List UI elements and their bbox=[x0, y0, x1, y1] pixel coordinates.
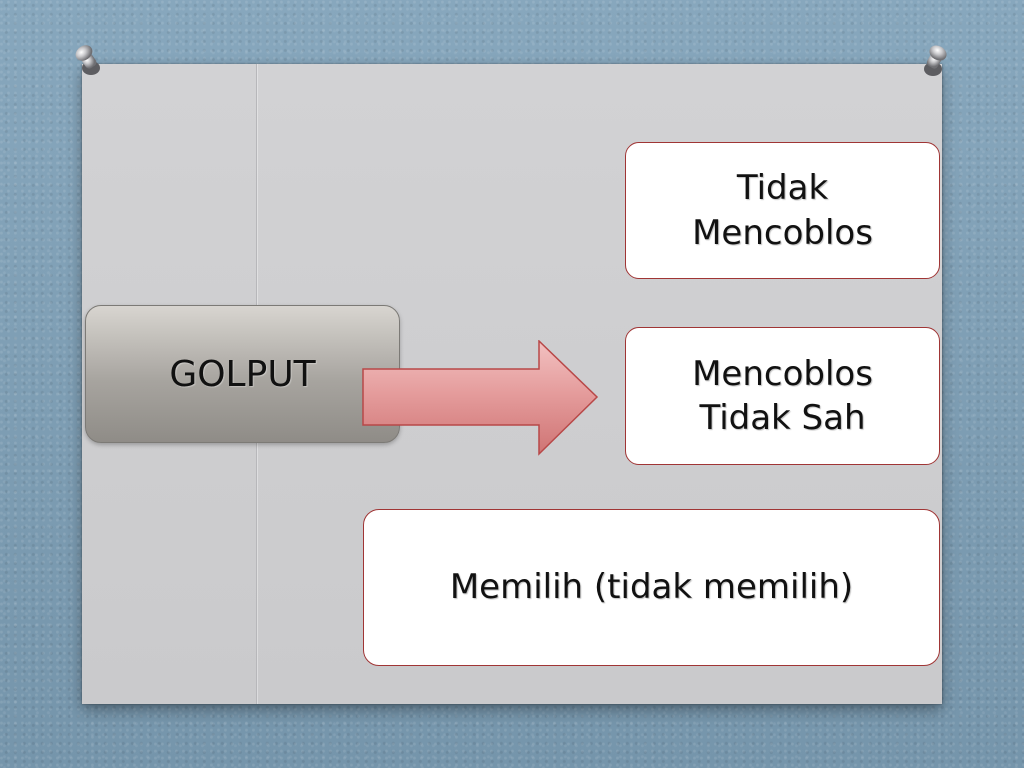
target-label: Tidak Mencoblos bbox=[692, 168, 873, 253]
target-box-tidak-mencoblos: Tidak Mencoblos bbox=[625, 142, 940, 279]
target-box-memilih: Memilih (tidak memilih) bbox=[363, 509, 940, 666]
pushpin-icon bbox=[924, 45, 947, 76]
pushpin-icon bbox=[75, 45, 100, 75]
target-label: Memilih (tidak memilih) bbox=[449, 567, 854, 608]
source-box-golput: GOLPUT bbox=[85, 305, 400, 443]
source-label: GOLPUT bbox=[169, 353, 316, 395]
target-box-mencoblos-tidak-sah: Mencoblos Tidak Sah bbox=[625, 327, 940, 465]
right-arrow-icon bbox=[362, 340, 599, 456]
target-label: Mencoblos Tidak Sah bbox=[692, 353, 873, 438]
